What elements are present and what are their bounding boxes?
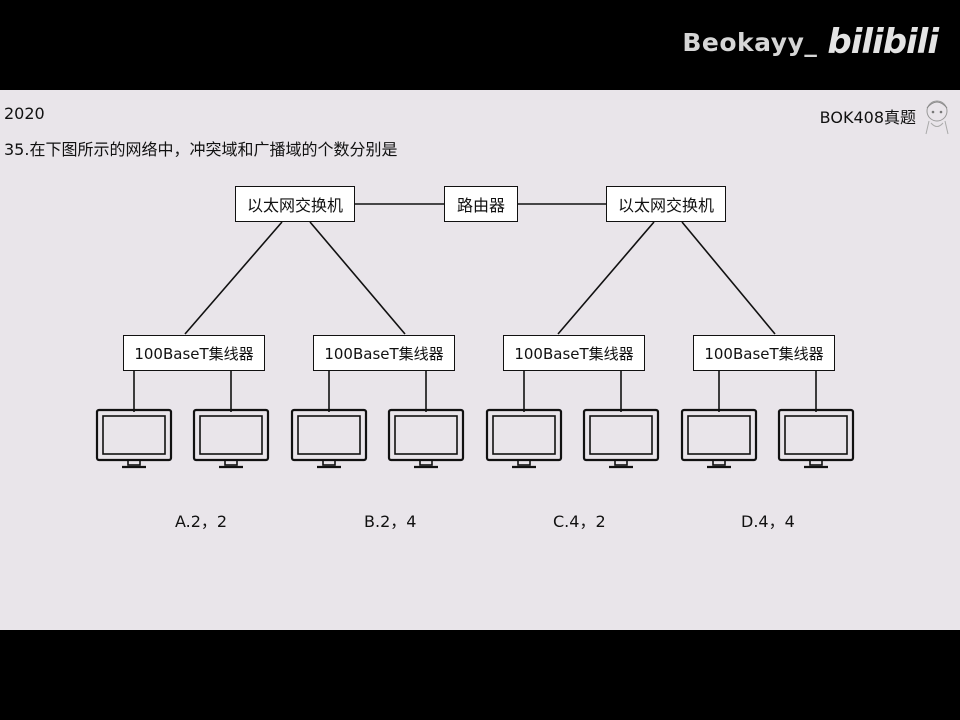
router: 路由器 (444, 186, 518, 222)
monitor-icon (777, 408, 855, 469)
video-top-bar: Beokayy_ bilibili (0, 0, 960, 90)
monitor-icon (582, 408, 660, 469)
slide: 2020 BOK408真题 35.在下图所示的网络中，冲突域和广播域的个数分别是 (0, 90, 960, 630)
monitor-icon (290, 408, 368, 469)
monitor-icon (95, 408, 173, 469)
monitor-icon (680, 408, 758, 469)
hub-3: 100BaseT集线器 (503, 335, 645, 371)
video-bottom-bar (0, 630, 960, 720)
hub-2: 100BaseT集线器 (313, 335, 455, 371)
slide-source: BOK408真题 (819, 108, 916, 127)
link-switch2-hub3 (557, 221, 655, 335)
link-switch1-hub2 (309, 221, 406, 335)
hub-4: 100BaseT集线器 (693, 335, 835, 371)
network-connections (95, 203, 855, 469)
slide-year: 2020 (4, 104, 45, 123)
ethernet-switch-right: 以太网交换机 (606, 186, 726, 222)
bilibili-logo: bilibili (827, 22, 939, 62)
option-a: A.2，2 (175, 512, 228, 531)
watermark-username: Beokayy_ (682, 27, 818, 57)
anime-mascot-icon (925, 100, 949, 135)
watermark: Beokayy_ bilibili (682, 22, 939, 62)
link-switch2-hub4 (681, 221, 776, 335)
question-text: 35.在下图所示的网络中，冲突域和广播域的个数分别是 (4, 140, 398, 159)
option-c: C.4，2 (553, 512, 606, 531)
link-switch1-hub1 (184, 221, 283, 335)
option-d: D.4，4 (741, 512, 795, 531)
ethernet-switch-left: 以太网交换机 (235, 186, 355, 222)
option-b: B.2，4 (364, 512, 417, 531)
monitor-icon (192, 408, 270, 469)
monitor-icon (485, 408, 563, 469)
hub-1: 100BaseT集线器 (123, 335, 265, 371)
monitor-icon (387, 408, 465, 469)
